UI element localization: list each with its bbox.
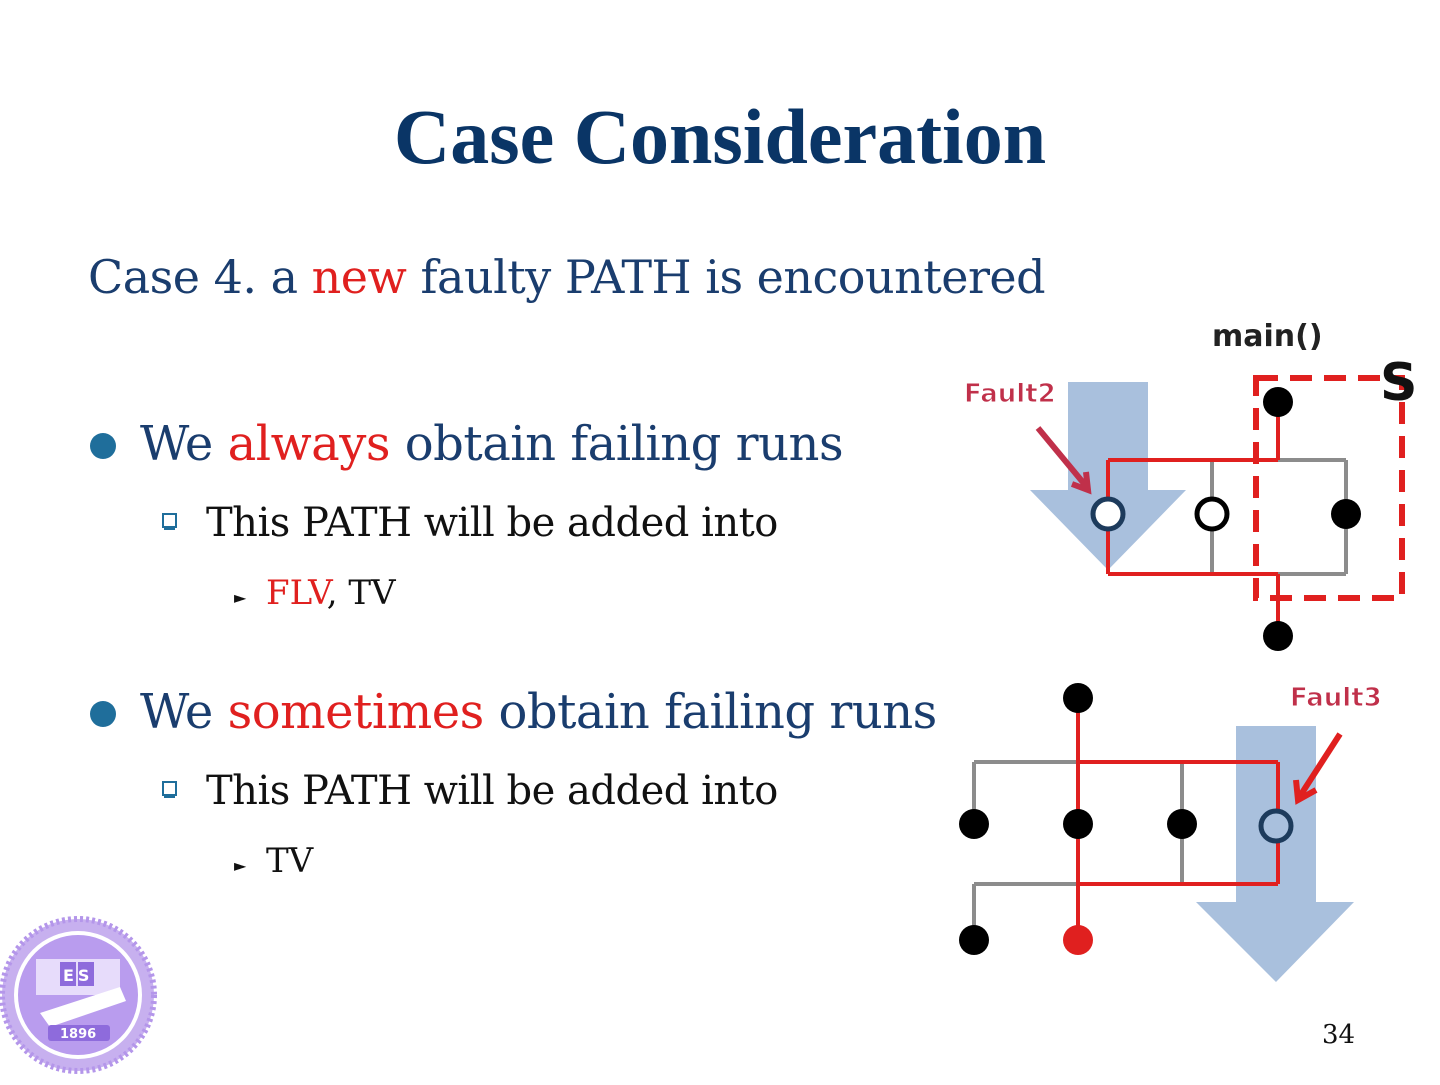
triangle-bullet-icon: ►: [234, 588, 247, 607]
main-label: main(): [1212, 319, 1323, 354]
node-fault: [1090, 496, 1126, 532]
logo-letters: ES: [63, 966, 93, 985]
bullet-prefix: We: [140, 416, 228, 472]
case-heading-prefix: Case 4. a: [88, 250, 312, 304]
node: [1263, 621, 1293, 651]
sub-bullet-text: This PATH will be added into: [206, 500, 778, 546]
node: [1263, 387, 1293, 417]
case-heading-suffix: faulty PATH is encountered: [406, 250, 1046, 304]
bullet-highlight: sometimes: [227, 684, 485, 740]
flv-label: FLV: [266, 573, 327, 613]
node: [1331, 499, 1361, 529]
node: [1063, 683, 1093, 713]
tv-label: , TV: [326, 573, 396, 613]
bullet-prefix: We: [140, 684, 228, 740]
node: [959, 809, 989, 839]
tv-label: TV: [266, 841, 314, 881]
node: [1063, 809, 1093, 839]
node: [959, 925, 989, 955]
fault3-arrow-shape: [1196, 726, 1354, 982]
slide-title: Case Consideration: [393, 93, 1047, 180]
case-heading: Case 4. a new faulty PATH is encountered: [88, 250, 1046, 304]
node-failing: [1063, 925, 1093, 955]
bullet-highlight: always: [227, 416, 391, 472]
logo-year: 1896: [60, 1027, 96, 1042]
university-seal-logo: ES 1896: [0, 916, 157, 1074]
s-label: S: [1380, 353, 1417, 413]
bullet-always: We always obtain failing runs: [140, 416, 844, 472]
node-fault: [1258, 808, 1294, 844]
bullet-sometimes: We sometimes obtain failing runs: [140, 684, 937, 740]
fault3-label: Fault3: [1290, 683, 1382, 713]
set-s-box: [1253, 375, 1405, 601]
bullet-dot-icon: [90, 433, 116, 459]
fault2-pointer: [1035, 426, 1089, 488]
square-bullet-icon: [162, 513, 177, 530]
bullet-suffix: obtain failing runs: [390, 416, 844, 472]
fault2-label: Fault2: [964, 379, 1056, 409]
case-heading-highlight: new: [311, 250, 407, 304]
node: [1167, 809, 1197, 839]
sub-bullet-text: This PATH will be added into: [206, 768, 778, 814]
bullet-dot-icon: [90, 701, 116, 727]
page-number: 34: [1322, 1020, 1356, 1050]
subsub-bullet-text: FLV, TV: [266, 573, 396, 613]
subsub-bullet-text: TV: [266, 841, 313, 881]
triangle-bullet-icon: ►: [234, 856, 247, 875]
node-open: [1194, 496, 1230, 532]
fault3-pointer: [1297, 732, 1343, 798]
bullet-suffix: obtain failing runs: [483, 684, 938, 740]
square-bullet-icon: [162, 781, 177, 798]
faulty-path-lines: [1076, 698, 1280, 940]
